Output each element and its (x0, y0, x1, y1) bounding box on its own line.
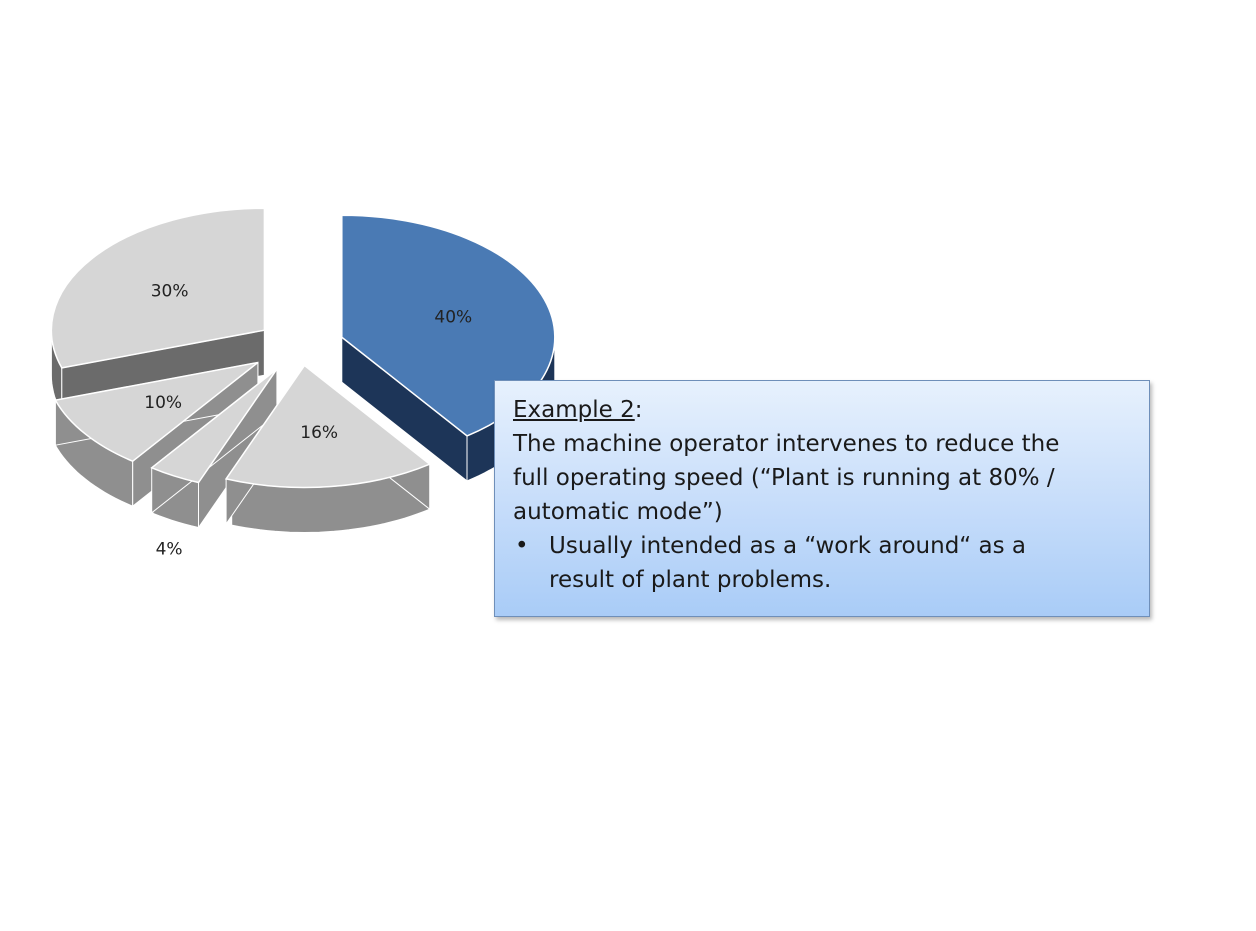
pie-slice-top (54, 361, 259, 463)
pie-slice-4-percent (150, 367, 278, 530)
pie-label-10-percent: 10% (144, 393, 182, 413)
callout-bullet-list: • Usually intended as a “work around“ as… (513, 529, 1135, 597)
pie-slice-top (224, 364, 432, 489)
callout-line-2: full operating speed (“Plant is running … (513, 465, 1055, 491)
callout-bullet-line-1: Usually intended as a “work around“ as a (549, 533, 1027, 559)
callout-line-3: automatic mode”) (513, 499, 723, 525)
callout-bullet-item: • Usually intended as a “work around“ as… (513, 529, 1135, 597)
callout-title: Example 2: (513, 393, 1135, 427)
callout-line-1: The machine operator intervenes to reduc… (513, 431, 1060, 457)
pie-label-30-percent: 30% (151, 282, 189, 302)
pie-slice-top (150, 368, 278, 484)
callout-bullet-line-2: result of plant problems. (549, 567, 832, 593)
pie-slice-top (50, 207, 266, 369)
pie-slice-16-percent (224, 363, 432, 534)
pie-label-16-percent: 16% (300, 423, 338, 443)
example-callout-box: Example 2: The machine operator interven… (494, 380, 1150, 617)
pie-chart: 40% 16% 4% 10% 30% (50, 207, 556, 559)
bullet-icon: • (515, 533, 529, 559)
callout-title-text: Example 2 (513, 397, 635, 423)
callout-title-colon: : (634, 397, 643, 423)
pie-label-4-percent: 4% (156, 539, 183, 559)
pie-label-40-percent: 40% (434, 308, 472, 328)
